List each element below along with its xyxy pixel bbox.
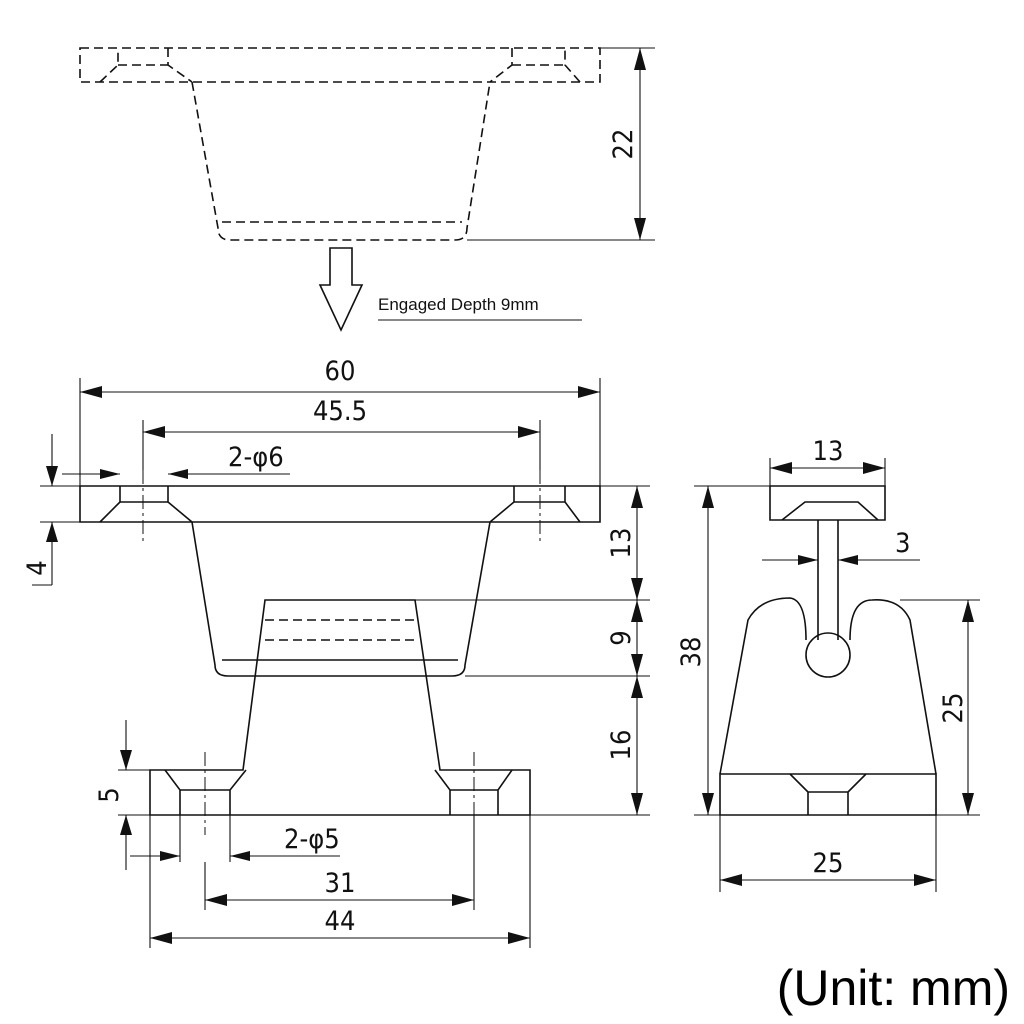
dim-text-13-side: 13 xyxy=(813,436,844,467)
dim-text-44: 44 xyxy=(325,906,356,937)
side-view xyxy=(719,485,937,816)
upper-part-dashed-view xyxy=(79,47,601,241)
dim-38: 38 xyxy=(676,485,770,816)
dim-text-25-vertical: 25 xyxy=(938,693,969,724)
dim-text-16: 16 xyxy=(606,730,637,761)
dim-text-4: 4 xyxy=(22,560,53,575)
unit-label: (Unit: mm) xyxy=(777,960,1010,1016)
dim-chain-13-9-16: 13 9 16 xyxy=(415,485,650,816)
dim-2-phi-5: 2-φ5 xyxy=(130,815,340,862)
dim-text-3: 3 xyxy=(895,528,910,559)
dim-text-2-phi-6: 2-φ6 xyxy=(228,442,284,473)
dim-22: 22 xyxy=(467,47,655,241)
dim-2-phi-6: 2-φ6 xyxy=(62,442,290,479)
front-view xyxy=(79,470,601,835)
dim-31: 31 xyxy=(204,815,475,910)
dim-text-25-horizontal: 25 xyxy=(813,848,844,879)
dim-5: 5 xyxy=(94,720,150,870)
dim-text-38: 38 xyxy=(676,637,707,668)
arrow-down-icon xyxy=(318,247,364,332)
dim-3: 3 xyxy=(762,528,920,565)
dim-44: 44 xyxy=(149,815,531,948)
dim-45-5: 45.5 xyxy=(142,396,541,470)
dim-13-side: 13 xyxy=(769,436,886,486)
dim-60: 60 xyxy=(79,356,601,486)
dim-25-horizontal: 25 xyxy=(719,815,937,892)
dim-text-22: 22 xyxy=(608,129,639,160)
dim-4: 4 xyxy=(22,434,80,586)
dim-text-9: 9 xyxy=(606,630,637,645)
dim-text-45-5: 45.5 xyxy=(313,396,367,427)
dim-text-60: 60 xyxy=(325,356,356,387)
dim-text-5: 5 xyxy=(94,787,125,802)
dim-25-vertical: 25 xyxy=(900,599,980,816)
dim-text-13: 13 xyxy=(606,528,637,559)
dim-text-2-phi-5: 2-φ5 xyxy=(284,824,340,855)
dim-text-31: 31 xyxy=(325,868,356,899)
engaged-depth-note: Engaged Depth 9mm xyxy=(378,295,539,314)
